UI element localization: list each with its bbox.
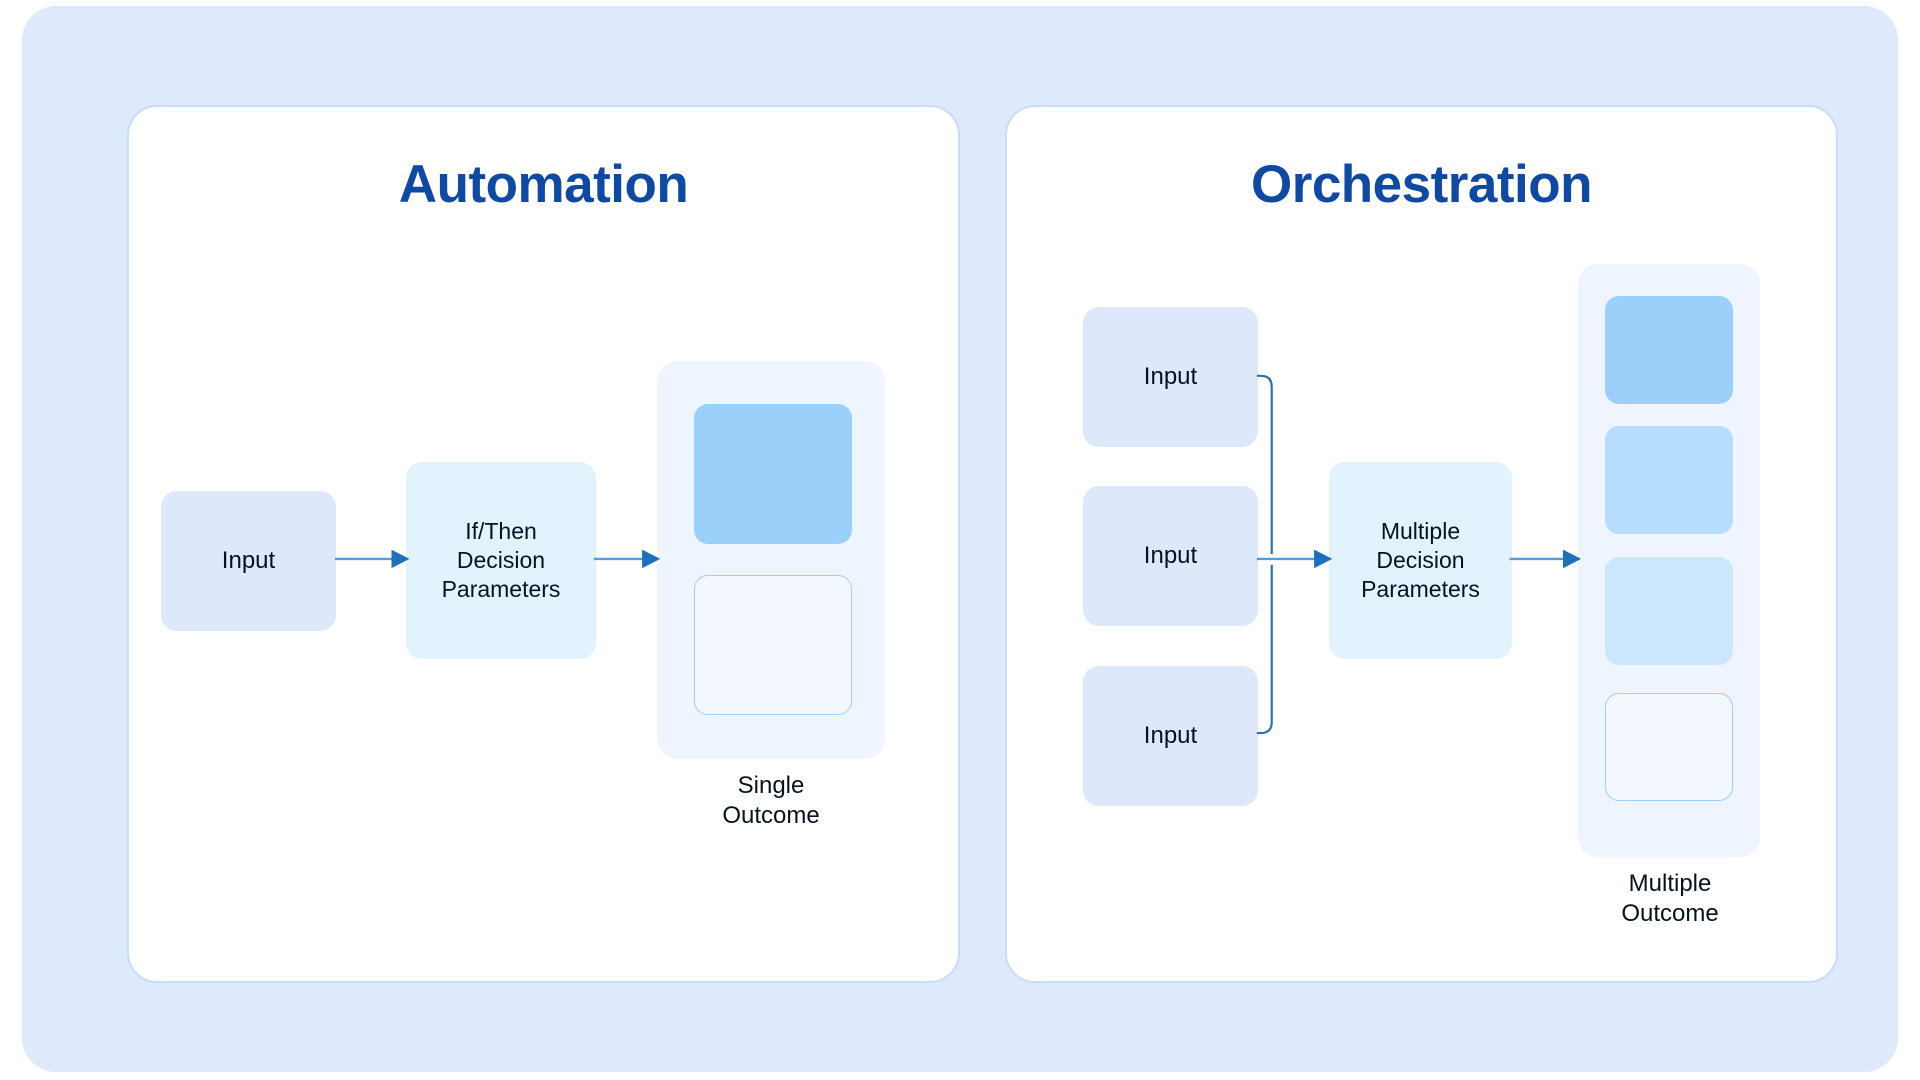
automation-input-node: Input (161, 491, 336, 631)
orchestration-decision-line-1: Multiple (1380, 518, 1461, 545)
orchestration-outcome-tray (1578, 264, 1760, 857)
automation-outcome-caption-line-1: Single (737, 772, 805, 799)
orchestration-input-label-1: Input (1143, 362, 1198, 390)
orchestration-decision-node: Multiple Decision Parameters (1329, 462, 1512, 659)
orchestration-outcome-caption: Multiple Outcome (1570, 869, 1770, 929)
automation-outcome-tray (657, 361, 885, 759)
orchestration-decision-line-2: Decision (1376, 547, 1465, 574)
automation-outcome-caption-line-2: Outcome (722, 802, 820, 830)
orchestration-input-node-1: Input (1083, 307, 1258, 447)
panel-orchestration: Orchestration Input Input Input Multiple… (1005, 105, 1838, 983)
automation-decision-line-1: If/Then (465, 518, 537, 545)
automation-decision-line-2: Decision (456, 547, 546, 574)
orchestration-outcome-caption-line-2: Outcome (1621, 900, 1719, 928)
panel-title-automation: Automation (398, 155, 689, 214)
orchestration-outcome-box-2 (1605, 426, 1733, 534)
orchestration-outcome-caption-line-1: Multiple (1628, 870, 1712, 897)
panel-automation: Automation Input If/Then Decision Parame… (127, 105, 960, 983)
orchestration-outcome-box-3 (1605, 557, 1733, 665)
automation-decision-line-3: Parameters (441, 575, 561, 602)
orchestration-input-label-3: Input (1143, 721, 1198, 749)
diagram-canvas: Automation Input If/Then Decision Parame… (22, 6, 1898, 1072)
orchestration-outcome-box-1 (1605, 296, 1733, 404)
orchestration-decision-line-3: Parameters (1361, 575, 1480, 602)
orchestration-input-label-2: Input (1143, 541, 1198, 569)
orchestration-input-node-2: Input (1083, 486, 1258, 626)
automation-decision-node: If/Then Decision Parameters (406, 462, 596, 659)
orchestration-outcome-box-4 (1605, 693, 1733, 801)
automation-outcome-caption: Single Outcome (657, 771, 885, 831)
orchestration-connector-input-3 (1256, 564, 1273, 735)
automation-input-label: Input (221, 546, 276, 574)
orchestration-input-node-3: Input (1083, 666, 1258, 806)
automation-outcome-box-2 (694, 575, 852, 715)
panel-title-orchestration: Orchestration (1250, 155, 1593, 214)
orchestration-connector-input-1 (1256, 374, 1273, 554)
automation-outcome-box-1 (694, 404, 852, 544)
